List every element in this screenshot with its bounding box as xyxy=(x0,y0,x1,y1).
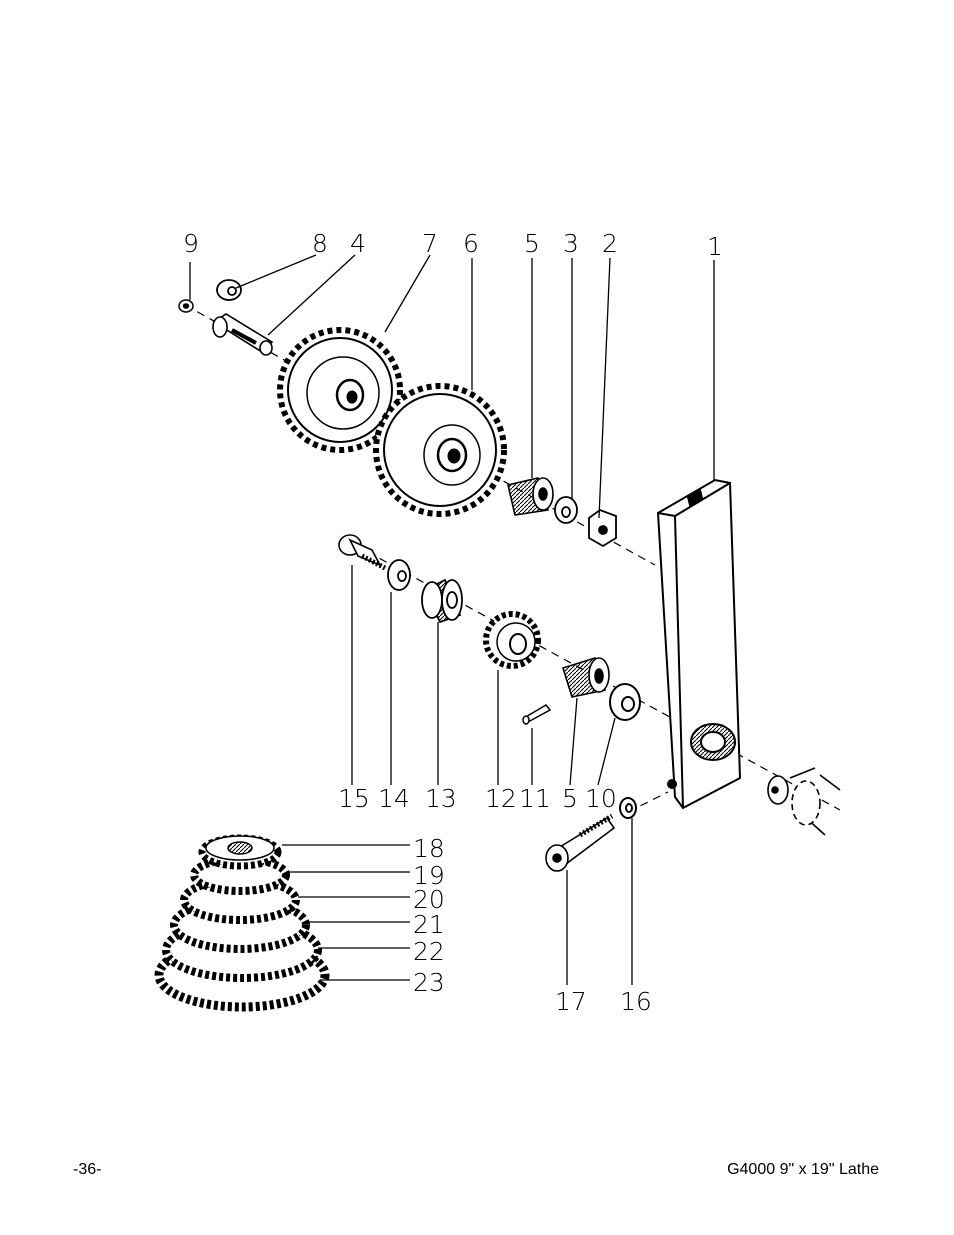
part-5-bushing-upper xyxy=(507,477,554,516)
part-10-washer xyxy=(609,683,641,721)
callout-3: 3 xyxy=(563,229,579,258)
part-4-shaft xyxy=(212,313,274,356)
callout-10: 10 xyxy=(585,784,617,813)
callout-18: 18 xyxy=(413,834,445,863)
callout-labels: 9 8 4 7 6 5 3 2 1 15 14 13 12 11 5 10 17… xyxy=(183,229,723,1016)
part-11-pin xyxy=(522,704,552,725)
part-15-bolt xyxy=(338,534,387,571)
part-12-gear xyxy=(483,611,541,669)
callout-15: 15 xyxy=(338,784,370,813)
callout-13: 13 xyxy=(425,784,457,813)
callout-leader-lines xyxy=(189,254,715,985)
part-17-cap-screw xyxy=(545,813,616,872)
callout-19: 19 xyxy=(413,861,445,890)
callout-2: 2 xyxy=(602,229,618,258)
part-3-washer xyxy=(554,496,578,524)
callout-20: 20 xyxy=(413,885,445,914)
callout-5-upper: 5 xyxy=(524,229,540,258)
spindle-shaft-end xyxy=(767,767,841,836)
callout-8: 8 xyxy=(312,229,328,258)
callout-14: 14 xyxy=(378,784,410,813)
callout-5-lower: 5 xyxy=(562,784,578,813)
callout-11: 11 xyxy=(519,784,551,813)
part-6-gear xyxy=(373,383,507,517)
callout-17: 17 xyxy=(555,987,587,1016)
part-16-washer xyxy=(619,797,637,819)
change-gear-stack xyxy=(154,834,330,1012)
callout-7: 7 xyxy=(422,229,438,258)
callout-12: 12 xyxy=(485,784,517,813)
part-9-screw xyxy=(178,299,194,313)
callout-23: 23 xyxy=(413,968,445,997)
page-number: -36- xyxy=(73,1161,102,1178)
callout-16: 16 xyxy=(620,987,652,1016)
manual-title: G4000 9" x 19" Lathe xyxy=(727,1161,879,1178)
part-8-washer xyxy=(216,279,242,301)
part-5-bushing-lower xyxy=(561,656,610,698)
callout-9: 9 xyxy=(183,229,199,258)
part-7-gear xyxy=(277,327,403,453)
part-13-spacer xyxy=(421,578,463,624)
part-2-nut xyxy=(588,508,617,548)
callout-4: 4 xyxy=(350,229,366,258)
part-14-washer xyxy=(387,559,411,591)
part-1-bracket xyxy=(656,478,742,810)
callout-1: 1 xyxy=(707,232,723,261)
callout-22: 22 xyxy=(413,937,445,966)
callout-21: 21 xyxy=(413,910,445,939)
callout-6: 6 xyxy=(463,229,479,258)
